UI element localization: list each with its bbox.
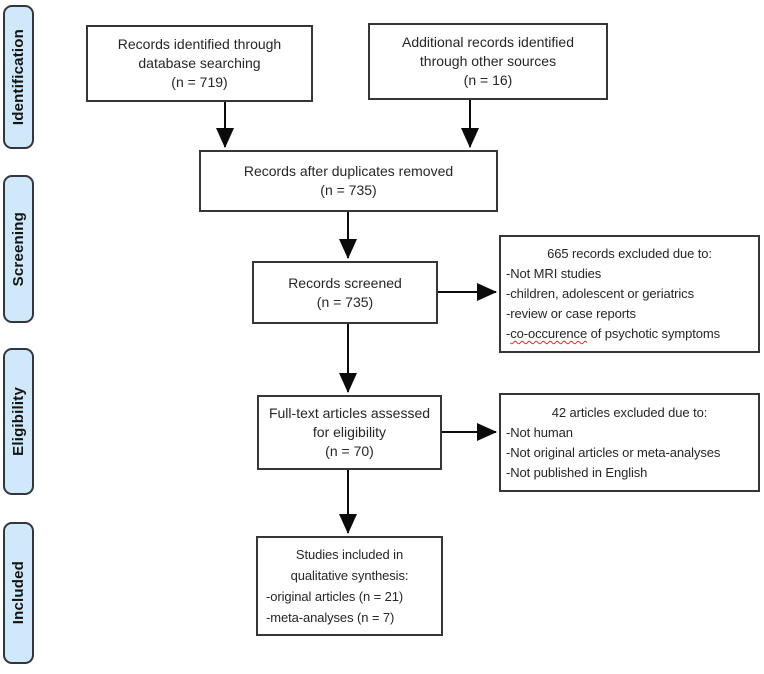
box-line: (n = 719) — [171, 74, 228, 90]
box-line: (n = 16) — [463, 72, 513, 88]
box-line: Records after duplicates removed — [243, 163, 454, 179]
box-excluded-screening: 665 records excluded due to: -Not MRI st… — [499, 235, 760, 353]
exclusion-item: -Not published in English — [506, 464, 648, 480]
misspelled-word: co-occurence — [510, 326, 588, 341]
box-after-duplicates: Records after duplicates removed (n = 73… — [199, 150, 498, 212]
exclusion-heading: 665 records excluded due to: — [547, 246, 712, 261]
box-line: Full-text articles assessed — [268, 405, 431, 421]
box-line: Additional records identified — [402, 34, 574, 50]
box-line: through other sources — [419, 53, 557, 69]
stage-label-text: Identification — [10, 28, 27, 126]
box-additional-records: Additional records identified through ot… — [368, 23, 608, 100]
box-line: (n = 70) — [325, 443, 374, 459]
exclusion-item: -Not human — [506, 424, 573, 440]
box-line: (n = 735) — [316, 293, 374, 310]
exclusion-item: -Not original articles or meta-analyses — [506, 444, 721, 460]
stage-label-included: Included — [3, 522, 34, 664]
box-records-identified: Records identified through database sear… — [86, 25, 313, 102]
box-excluded-fulltext: 42 articles excluded due to: -Not human … — [499, 393, 760, 492]
stage-label-screening: Screening — [3, 175, 34, 323]
exclusion-item: -review or case reports — [506, 306, 636, 321]
box-line: for eligibility — [312, 424, 387, 440]
exclusion-item: -Not MRI studies — [506, 266, 602, 281]
stage-label-text: Included — [10, 561, 27, 625]
stage-label-eligibility: Eligibility — [3, 348, 34, 495]
exclusion-item: -children, adolescent or geriatrics — [506, 286, 694, 301]
included-item: -original articles (n = 21) — [266, 589, 404, 604]
included-item: -meta-analyses (n = 7) — [266, 610, 395, 625]
box-line: (n = 735) — [320, 182, 377, 198]
stage-label-text: Screening — [10, 211, 27, 287]
included-heading: Studies included in — [295, 547, 404, 562]
exclusion-item-misspelled: -co-occurence of psychotic symptoms — [501, 324, 758, 344]
box-line: database searching — [138, 55, 261, 71]
item-rest: of psychotic symptoms — [587, 326, 721, 341]
exclusion-heading: 42 articles excluded due to: — [551, 404, 708, 420]
stage-label-identification: Identification — [3, 5, 34, 149]
box-line: Records screened — [288, 274, 402, 291]
box-line: Records identified through — [117, 36, 282, 52]
box-studies-included: Studies included in qualitative synthesi… — [256, 536, 443, 636]
box-fulltext-assessed: Full-text articles assessed for eligibil… — [257, 395, 442, 470]
box-records-screened: Records screened (n = 735) — [252, 261, 438, 324]
stage-label-text: Eligibility — [10, 387, 27, 456]
included-heading: qualitative synthesis: — [290, 568, 409, 583]
item-prefix: - — [506, 326, 511, 341]
